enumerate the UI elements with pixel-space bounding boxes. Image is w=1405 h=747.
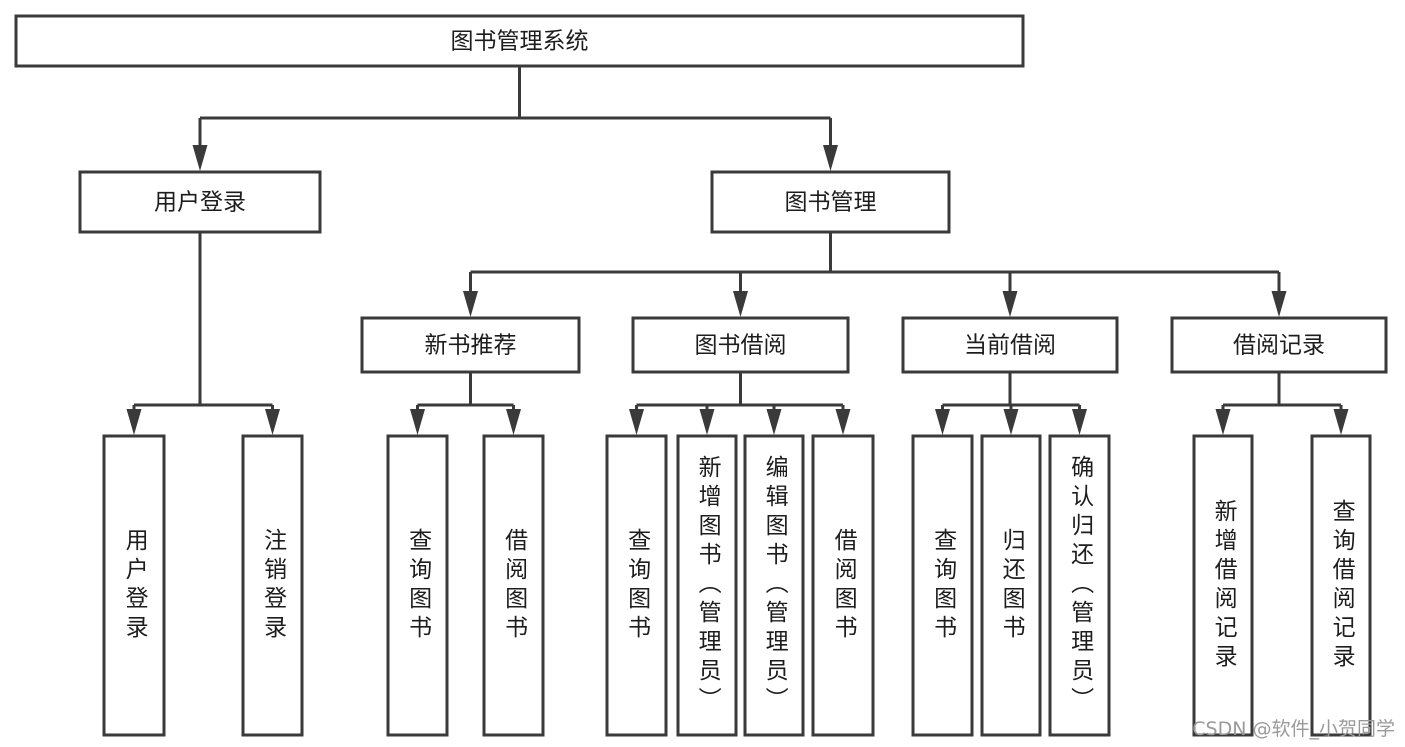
arrowhead-leaf4 (506, 409, 521, 435)
arrowhead-newbook (463, 291, 478, 317)
node-box-leaf10 (980, 434, 1042, 737)
node-box-leaf8 (811, 434, 875, 737)
node-leaf2[interactable] (241, 434, 304, 737)
arrowhead-leaf3 (410, 409, 425, 435)
node-bookmgmt[interactable]: 图书管理 (710, 170, 951, 234)
arrowhead-leaf7 (766, 409, 782, 435)
arrowhead-leaf1 (126, 409, 142, 435)
arrowhead-login (192, 145, 208, 171)
arrowhead-leaf2 (265, 409, 280, 435)
node-box-leaf13 (1310, 434, 1372, 737)
arrowhead-leaf12 (1215, 409, 1231, 435)
connector-layer (126, 66, 1349, 435)
node-box-login (78, 170, 322, 234)
node-box-leaf6 (676, 434, 738, 737)
node-box-current (901, 316, 1119, 374)
node-label-login: 用户登录 (154, 190, 246, 216)
node-box-bookmgmt (710, 170, 951, 234)
node-leaf8[interactable] (811, 434, 875, 737)
node-leaf5[interactable] (605, 434, 668, 737)
arrowhead-leaf8 (835, 409, 851, 435)
node-box-leaf1 (102, 434, 166, 737)
node-box-borrow (631, 316, 850, 374)
node-box-leaf7 (743, 434, 805, 737)
node-box-leaf4 (482, 434, 545, 737)
arrowhead-bookmgmt (823, 145, 838, 171)
node-box-root (14, 14, 1025, 68)
node-leaf11[interactable] (1048, 434, 1111, 737)
node-box-records (1170, 316, 1388, 374)
node-label-records: 借阅记录 (1233, 333, 1325, 359)
watermark-text: CSDN @软件_小贺同学 (1192, 718, 1395, 740)
node-newbook[interactable]: 新书推荐 (360, 316, 581, 374)
node-borrow[interactable]: 图书借阅 (631, 316, 850, 374)
arrowhead-leaf6 (699, 409, 715, 435)
arrowhead-leaf10 (1003, 409, 1019, 435)
arrowhead-leaf13 (1333, 409, 1349, 435)
node-root[interactable]: 图书管理系统 (14, 14, 1025, 68)
arrowhead-records (1271, 291, 1287, 317)
node-leaf12[interactable] (1192, 434, 1254, 737)
node-label-newbook: 新书推荐 (425, 333, 517, 359)
node-box-newbook (360, 316, 581, 374)
node-current[interactable]: 当前借阅 (901, 316, 1119, 374)
node-login[interactable]: 用户登录 (78, 170, 322, 234)
node-leaf13[interactable] (1310, 434, 1372, 737)
arrowhead-leaf9 (935, 409, 950, 435)
node-label-root: 图书管理系统 (451, 29, 589, 55)
node-box-leaf2 (241, 434, 304, 737)
arrowhead-leaf11 (1072, 409, 1087, 435)
node-label-borrow: 图书借阅 (695, 333, 787, 359)
node-leaf7[interactable] (743, 434, 805, 737)
node-label-bookmgmt: 图书管理 (785, 190, 877, 216)
node-label-current: 当前借阅 (964, 333, 1056, 359)
arrowhead-current (1002, 291, 1018, 317)
arrowhead-borrow (733, 291, 748, 317)
node-leaf9[interactable] (911, 434, 974, 737)
node-leaf1[interactable] (102, 434, 166, 737)
node-leaf10[interactable] (980, 434, 1042, 737)
node-box-leaf11 (1048, 434, 1111, 737)
node-leaf3[interactable] (386, 434, 449, 737)
node-box-leaf3 (386, 434, 449, 737)
node-box-leaf12 (1192, 434, 1254, 737)
node-box-leaf9 (911, 434, 974, 737)
node-leaf6[interactable] (676, 434, 738, 737)
node-leaf4[interactable] (482, 434, 545, 737)
arrowhead-leaf5 (629, 409, 644, 435)
node-box-leaf5 (605, 434, 668, 737)
node-records[interactable]: 借阅记录 (1170, 316, 1388, 374)
